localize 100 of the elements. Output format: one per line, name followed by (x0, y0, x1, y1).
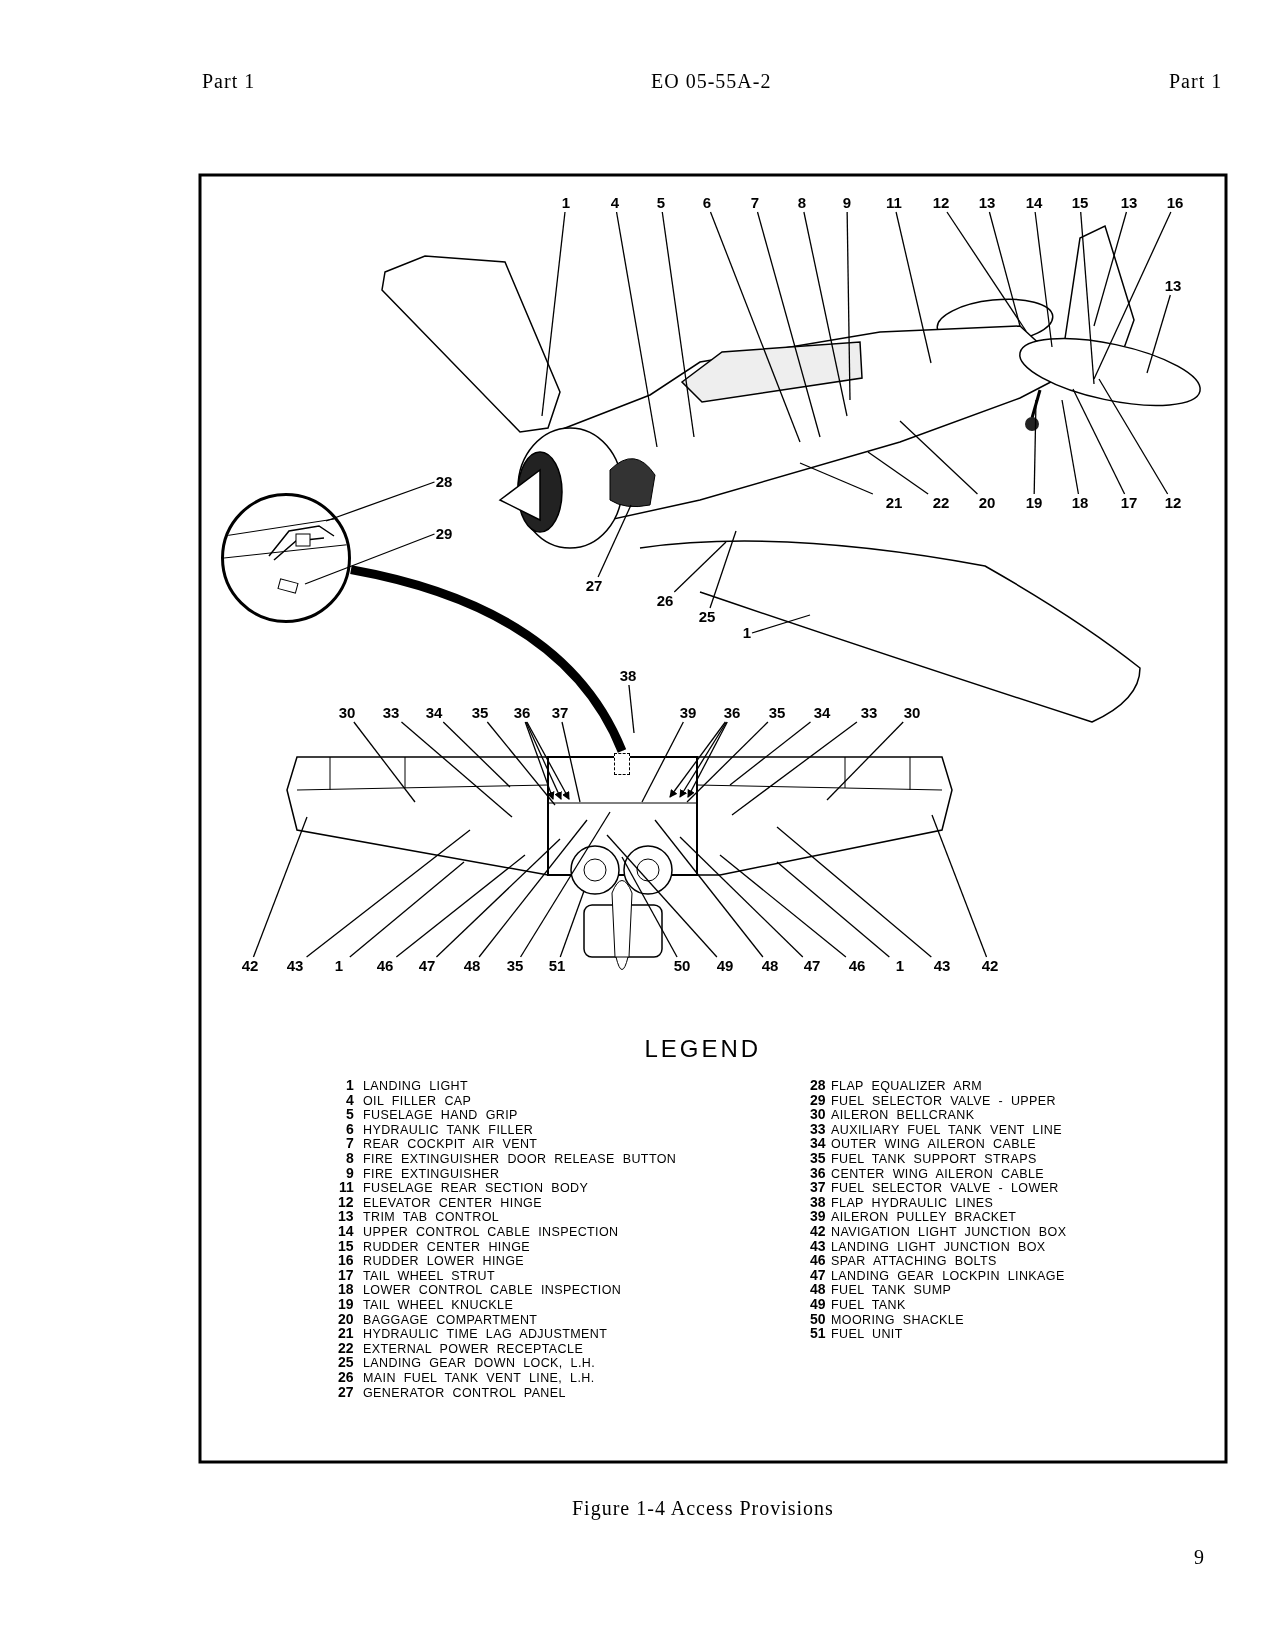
legend-number: 36 (810, 1165, 826, 1181)
leader-line (353, 721, 416, 803)
legend-number: 8 (346, 1151, 354, 1166)
legend-text: TRIM TAB CONTROL (363, 1210, 500, 1225)
callout-number: 5 (656, 195, 666, 211)
callout-number: 22 (932, 495, 950, 511)
legend-text: RUDDER CENTER HINGE (363, 1239, 530, 1254)
leader-line (621, 856, 678, 958)
legend-number: 15 (338, 1238, 354, 1254)
legend-number: 13 (338, 1209, 354, 1225)
legend-text: OUTER WING AILERON CABLE (831, 1137, 1036, 1152)
callout-number: 35 (471, 705, 489, 721)
callout-number: 25 (698, 609, 716, 625)
leader-line (606, 834, 718, 958)
legend-number: 29 (810, 1092, 826, 1108)
legend-text: HYDRAULIC TANK FILLER (363, 1122, 534, 1137)
leader-line (776, 826, 932, 958)
callout-number: 39 (679, 705, 697, 721)
callout-number: 35 (768, 705, 786, 721)
legend-number: 1 (346, 1078, 354, 1093)
leader-line (988, 211, 1021, 327)
leader-line (526, 721, 570, 800)
leader-line (395, 854, 526, 958)
leader-line (673, 541, 727, 593)
legend-number: 26 (338, 1370, 354, 1385)
legend-number: 42 (810, 1224, 826, 1239)
legend-text: LANDING LIGHT JUNCTION BOX (831, 1239, 1046, 1254)
legend-text: TAIL WHEEL KNUCKLE (363, 1298, 514, 1312)
legend-number: 39 (810, 1209, 826, 1225)
leader-line (895, 211, 932, 364)
legend-text: FUEL SELECTOR VALVE - LOWER (831, 1181, 1059, 1196)
callout-number: 36 (513, 705, 531, 721)
page-header: Part 1 (1169, 70, 1223, 93)
legend-text: FUSELAGE REAR SECTION BODY (363, 1181, 589, 1196)
callout-number: 21 (885, 495, 903, 511)
legend-number: 6 (346, 1121, 354, 1137)
legend-text: LANDING GEAR DOWN LOCK, L.H. (363, 1356, 596, 1371)
callout-number: 1 (334, 958, 344, 974)
leader-line (669, 721, 726, 798)
page-number: 9 (1194, 1546, 1205, 1569)
legend-text: BAGGAGE COMPARTMENT (363, 1312, 538, 1327)
legend-number: 14 (338, 1224, 354, 1239)
legend-number: 17 (338, 1267, 354, 1283)
callout-number: 37 (551, 705, 569, 721)
callout-number: 16 (1166, 195, 1184, 211)
leader-line (252, 816, 308, 958)
leader-line (803, 211, 848, 417)
legend-number: 20 (338, 1311, 354, 1327)
legend-text: SPAR ATTACHING BOLTS (831, 1254, 997, 1269)
leader-line (1034, 211, 1053, 348)
leader-line (561, 721, 581, 803)
legend-text: AUXILIARY FUEL TANK VENT LINE (831, 1122, 1062, 1137)
legend-number: 43 (810, 1238, 826, 1254)
callout-number: 17 (1120, 495, 1138, 511)
callout-number: 36 (723, 705, 741, 721)
leader-line (435, 838, 561, 958)
leader-line (541, 211, 566, 417)
leader-line (349, 861, 465, 958)
leader-line (687, 721, 728, 798)
callout-number: 13 (978, 195, 996, 211)
leader-line (628, 684, 635, 734)
leader-line (304, 533, 436, 585)
legend-number: 16 (338, 1253, 354, 1269)
callout-number: 46 (848, 958, 866, 974)
callout-number: 12 (932, 195, 950, 211)
leader-line (615, 211, 658, 448)
legend-number: 38 (810, 1194, 826, 1210)
callout-number: 8 (797, 195, 807, 211)
legend-number: 22 (338, 1340, 354, 1356)
legend-number: 47 (810, 1267, 826, 1283)
legend-number: 4 (346, 1092, 354, 1108)
legend-number: 28 (810, 1078, 826, 1093)
callout-number: 34 (813, 705, 831, 721)
leader-line (654, 819, 764, 958)
leader-line (826, 721, 904, 801)
callout-number: 12 (1164, 495, 1182, 511)
legend-number: 33 (810, 1121, 826, 1137)
leader-line (709, 211, 801, 443)
legend-text: FUEL TANK SUPPORT STRAPS (831, 1152, 1037, 1166)
callout-number: 28 (435, 474, 453, 490)
leader-line (899, 420, 979, 495)
leader-line (679, 836, 804, 958)
leader-line (1080, 211, 1095, 385)
leader-line (641, 721, 684, 803)
detail-outline (614, 753, 630, 775)
leader-line (1072, 388, 1126, 495)
callout-number: 14 (1025, 195, 1043, 211)
legend-text: FUEL UNIT (831, 1327, 903, 1342)
callout-number: 47 (803, 958, 821, 974)
callout-number: 49 (716, 958, 734, 974)
leader-line (729, 721, 812, 786)
callout-number: 9 (842, 195, 852, 211)
legend-text: FUEL TANK SUMP (831, 1283, 952, 1298)
callout-number: 42 (981, 958, 999, 974)
callout-number: 27 (585, 578, 603, 594)
legend-text: LOWER CONTROL CABLE INSPECTION (363, 1283, 622, 1298)
leader-line (709, 530, 737, 609)
callout-number: 46 (376, 958, 394, 974)
leader-line (305, 829, 471, 958)
legend-number: 37 (810, 1180, 826, 1196)
